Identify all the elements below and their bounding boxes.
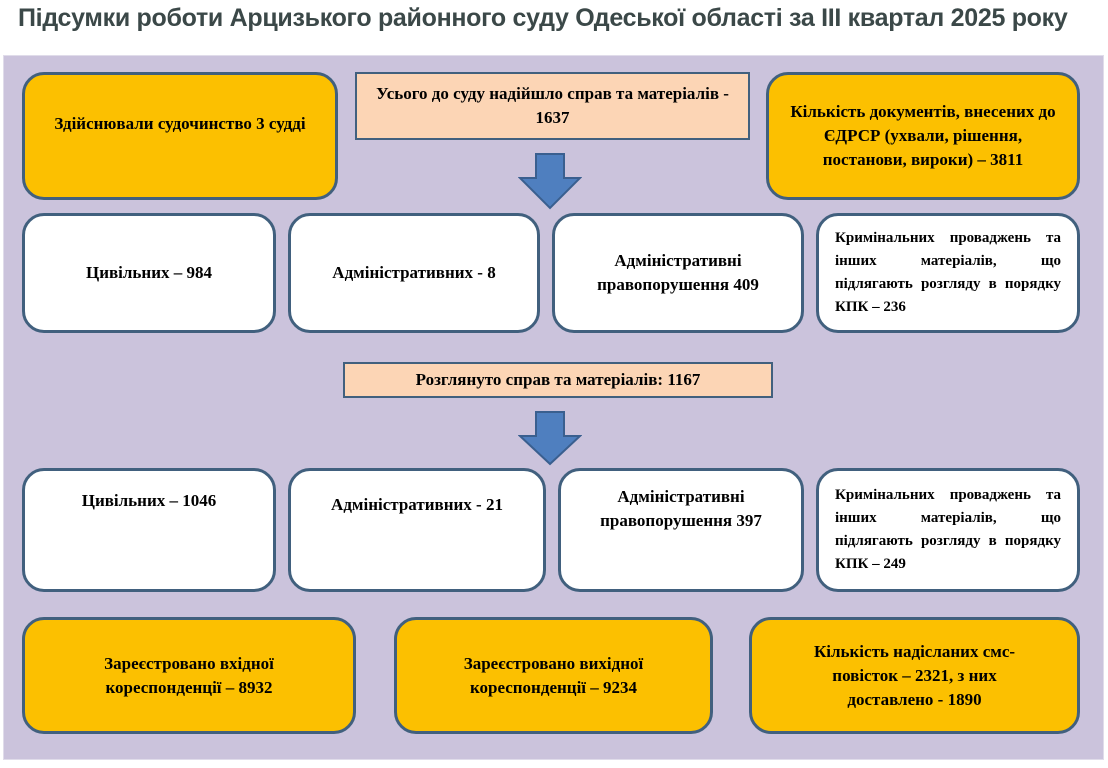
- received-criminal-box: Кримінальних проваджень та інших матеріа…: [816, 213, 1080, 333]
- considered-administrative-box: Адміністративних - 21: [288, 468, 546, 592]
- received-admin-offenses-box: Адміністративні правопорушення 409: [552, 213, 804, 333]
- incoming-correspondence-box: Зареєстровано вхідної кореспонденції – 8…: [22, 617, 356, 734]
- arrow-down-icon: [518, 153, 582, 210]
- edrsr-docs-box: Кількість документів, внесених до ЄДРСР …: [766, 72, 1080, 200]
- outgoing-correspondence-box: Зареєстровано вихідної кореспонденції – …: [394, 617, 713, 734]
- considered-total-box: Розглянуто справ та матеріалів: 1167: [343, 362, 773, 398]
- received-total-box: Усього до суду надійшло справ та матеріа…: [355, 72, 750, 140]
- considered-civil-box: Цивільних – 1046: [22, 468, 276, 592]
- received-administrative-box: Адміністративних - 8: [288, 213, 540, 333]
- page-title: Підсумки роботи Арцизького районного суд…: [18, 4, 1068, 32]
- arrow-down-icon: [518, 411, 582, 466]
- received-civil-box: Цивільних – 984: [22, 213, 276, 333]
- sms-summons-box: Кількість надісланих смс-повісток – 2321…: [749, 617, 1080, 734]
- judges-box: Здійснювали судочинство 3 судді: [22, 72, 338, 200]
- considered-criminal-box: Кримінальних проваджень та інших матеріа…: [816, 468, 1080, 592]
- considered-admin-offenses-box: Адміністративні правопорушення 397: [558, 468, 804, 592]
